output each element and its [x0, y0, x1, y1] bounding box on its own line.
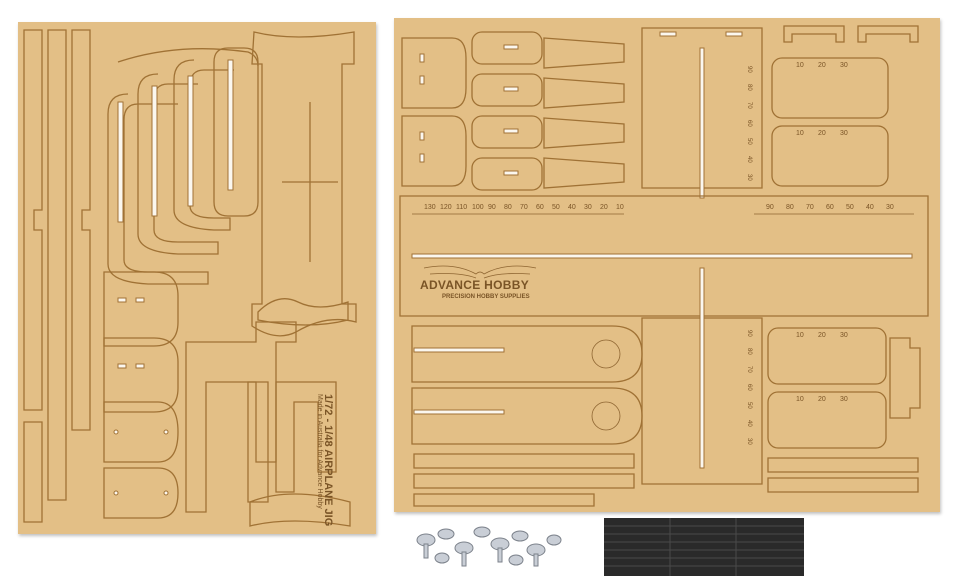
ruler-tick-label: 90	[766, 204, 774, 211]
ruler-tick-label: 40	[746, 420, 752, 427]
ruler-tick-label: 120	[440, 204, 452, 211]
ruler-tick-label: 40	[746, 156, 752, 163]
ruler-tick-label: 20	[818, 62, 826, 69]
ruler-tick-label: 60	[826, 204, 834, 211]
ruler-tick-label: 70	[806, 204, 814, 211]
ruler-tick-label: 20	[818, 332, 826, 339]
ruler-tick-label: 20	[600, 204, 608, 211]
ruler-tick-label: 10	[796, 62, 804, 69]
ruler-tick-label: 80	[746, 84, 752, 91]
ruler-tick-label: 100	[472, 204, 484, 211]
ruler-tick-label: 50	[846, 204, 854, 211]
ruler-tick-label: 40	[866, 204, 874, 211]
wings-icon	[423, 265, 537, 279]
ruler-tick-label: 80	[504, 204, 512, 211]
ruler-tick-label: 30	[840, 130, 848, 137]
ruler-tick-label: 50	[746, 402, 752, 409]
jig-label: 1/72 - 1/48 AIRPLANE JIG	[322, 394, 334, 527]
ruler-tick-label: 10	[796, 130, 804, 137]
ruler-tick-label: 20	[818, 130, 826, 137]
ruler-tick-label: 40	[568, 204, 576, 211]
screws-icon	[416, 526, 562, 567]
ruler-tick-label: 30	[840, 332, 848, 339]
foam-sticks-icon	[604, 518, 804, 576]
ruler-tick-label: 10	[796, 396, 804, 403]
ruler-tick-label: 110	[456, 204, 468, 211]
ruler-tick-label: 30	[746, 174, 752, 181]
brand-name: ADVANCE HOBBY	[420, 278, 530, 292]
ruler-tick-label: 30	[840, 396, 848, 403]
right-mdf-sheet: ADVANCE HOBBY PRECISION HOBBY SUPPLIES 1…	[394, 18, 940, 512]
ruler-tick-label: 30	[840, 62, 848, 69]
ruler-tick-label: 60	[746, 120, 752, 127]
left-sheet-cut-pattern	[23, 29, 357, 527]
ruler-tick-label: 20	[818, 396, 826, 403]
ruler-tick-label: 70	[520, 204, 528, 211]
ruler-tick-label: 70	[746, 102, 752, 109]
brand-tagline: PRECISION HOBBY SUPPLIES	[442, 294, 530, 300]
right-sheet-cut-pattern	[399, 25, 929, 507]
ruler-tick-label: 30	[584, 204, 592, 211]
ruler-tick-label: 90	[746, 330, 752, 337]
ruler-tick-label: 30	[886, 204, 894, 211]
ruler-tick-label: 80	[786, 204, 794, 211]
ruler-tick-label: 30	[746, 438, 752, 445]
left-mdf-sheet: 1/72 - 1/48 AIRPLANE JIG Made in Austral…	[18, 22, 376, 534]
ruler-tick-label: 90	[488, 204, 496, 211]
ruler-tick-label: 10	[796, 332, 804, 339]
brand-logo: ADVANCE HOBBY PRECISION HOBBY SUPPLIES	[420, 262, 560, 312]
ruler-tick-label: 50	[746, 138, 752, 145]
ruler-tick-label: 60	[536, 204, 544, 211]
screws-and-nuts-pile	[412, 514, 564, 572]
ruler-tick-label: 50	[552, 204, 560, 211]
jig-made-in-label: Made in Australia for Advance Hobby	[316, 394, 323, 509]
ruler-tick-label: 10	[616, 204, 624, 211]
foam-sticks-bundle	[604, 518, 804, 576]
ruler-tick-label: 70	[746, 366, 752, 373]
ruler-tick-label: 130	[424, 204, 436, 211]
ruler-tick-label: 60	[746, 384, 752, 391]
ruler-tick-label: 80	[746, 348, 752, 355]
ruler-tick-label: 90	[746, 66, 752, 73]
